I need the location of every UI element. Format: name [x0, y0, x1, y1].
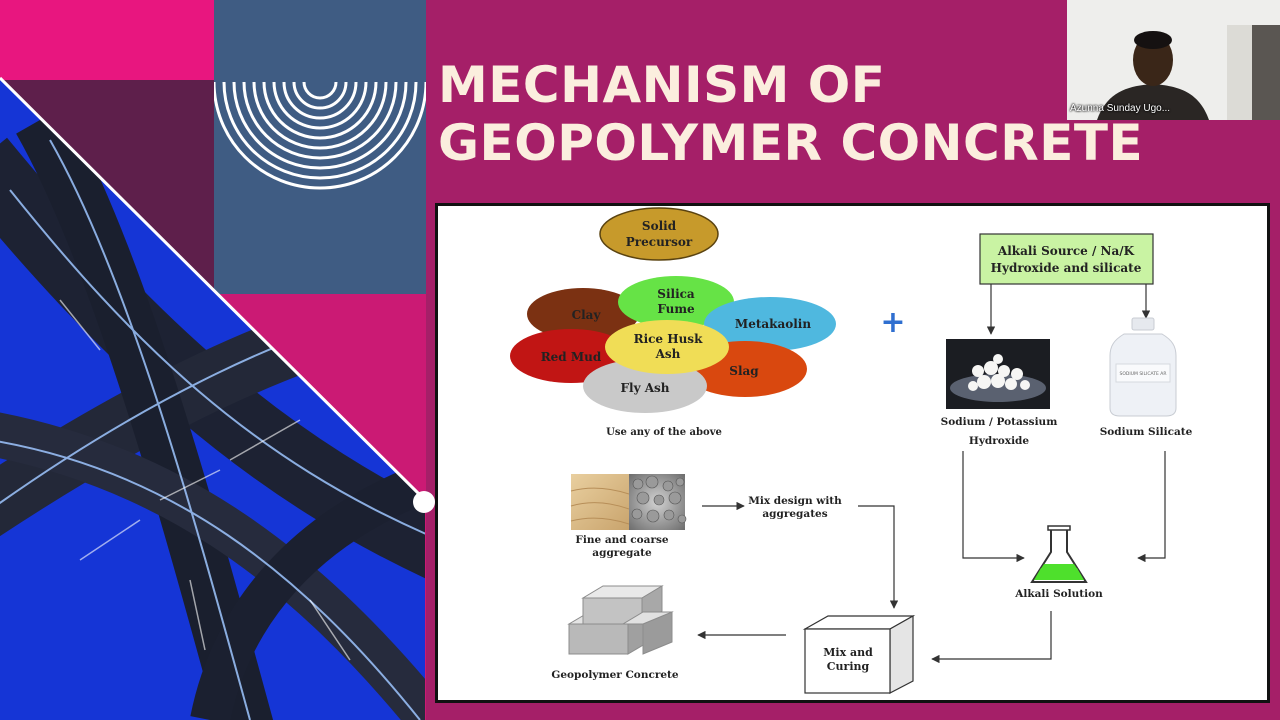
aggregate-line-1: Fine and coarse — [575, 534, 668, 546]
rice-husk-ash-ellipse — [605, 320, 729, 374]
concrete-blocks-image — [567, 585, 674, 655]
mix-design-line-1: Mix design with — [748, 495, 842, 507]
silica-fume-ellipse — [618, 276, 734, 328]
rice-husk-ash-line-1: Rice Husk — [634, 332, 703, 346]
silica-fume-line-2: Fume — [657, 302, 695, 316]
aggregate-image — [570, 474, 687, 530]
metakaolin-label: Metakaolin — [735, 317, 811, 331]
bottle-label: SODIUM SILICATE AR — [1120, 371, 1167, 377]
geopolymer-mechanism-diagram: Solid Precursor Clay Silica Fume Metakao… — [435, 203, 1270, 703]
aggregate-line-2: aggregate — [592, 547, 652, 559]
decor-pink-block — [0, 0, 214, 80]
mix-design-line-2: aggregates — [762, 508, 827, 520]
fly-ash-label: Fly Ash — [620, 381, 669, 395]
alkali-source-line-2: Hydroxide and silicate — [991, 261, 1142, 275]
solid-precursor-line-1: Solid — [642, 219, 677, 233]
highway-interchange-photo — [0, 76, 427, 720]
geopolymer-concrete-label: Geopolymer Concrete — [551, 669, 679, 681]
rice-husk-ash-line-2: Ash — [655, 347, 681, 361]
concentric-arcs-graphic — [212, 81, 428, 190]
participant-name: Azunna Sunday Ugo... — [1070, 103, 1171, 114]
slide-title-line-1: MECHANISM OF — [438, 56, 886, 114]
silica-fume-line-1: Silica — [657, 287, 695, 301]
clay-label: Clay — [572, 308, 602, 322]
diagram-canvas: Solid Precursor Clay Silica Fume Metakao… — [510, 207, 1193, 694]
sodium-silicate-bottle-image: SODIUM SILICATE AR — [1109, 317, 1177, 417]
mix-curing-line-1: Mix and — [823, 646, 873, 659]
solid-precursor-node: Solid Precursor — [599, 207, 719, 261]
mix-curing-line-2: Curing — [827, 660, 870, 673]
flask-icon — [1030, 525, 1088, 583]
arrow-to-mix-curing — [858, 505, 899, 609]
clay-ellipse — [527, 288, 639, 340]
hydroxide-pellets-image — [946, 339, 1050, 409]
plus-icon: + — [880, 305, 905, 340]
alkali-source-node: Alkali Source / Na/K Hydroxide and silic… — [979, 233, 1154, 285]
slide-title: MECHANISM OF GEOPOLYMER CONCRETE — [438, 56, 1143, 172]
slag-label: Slag — [729, 364, 759, 378]
participant-video-tile[interactable]: Azunna Sunday Ugo... — [1067, 0, 1280, 120]
alkali-solution-label: Alkali Solution — [1014, 588, 1103, 600]
arrow-solution-to-mix — [931, 611, 1052, 664]
decor-blue-block — [212, 0, 428, 294]
sodium-silicate-label: Sodium Silicate — [1100, 426, 1193, 438]
participant-video — [1067, 0, 1280, 120]
slide-handle-dot — [413, 491, 435, 513]
metakaolin-ellipse — [704, 297, 836, 351]
use-any-caption: Use any of the above — [606, 427, 722, 438]
hydroxide-line-1: Sodium / Potassium — [941, 416, 1058, 428]
solid-precursor-line-2: Precursor — [626, 235, 693, 249]
alkali-source-line-1: Alkali Source / Na/K — [997, 244, 1135, 258]
red-mud-label: Red Mud — [541, 350, 602, 364]
arrow-silicate-to-solution — [1137, 451, 1166, 563]
mix-curing-node: Mix and Curing — [802, 614, 916, 694]
slide-title-line-2: GEOPOLYMER CONCRETE — [438, 114, 1144, 172]
hydroxide-line-2: Hydroxide — [969, 435, 1029, 447]
precursor-cluster: Clay Silica Fume Metakaolin Rice Husk As… — [510, 276, 836, 413]
arrow-hydroxide-to-solution — [962, 451, 1025, 563]
